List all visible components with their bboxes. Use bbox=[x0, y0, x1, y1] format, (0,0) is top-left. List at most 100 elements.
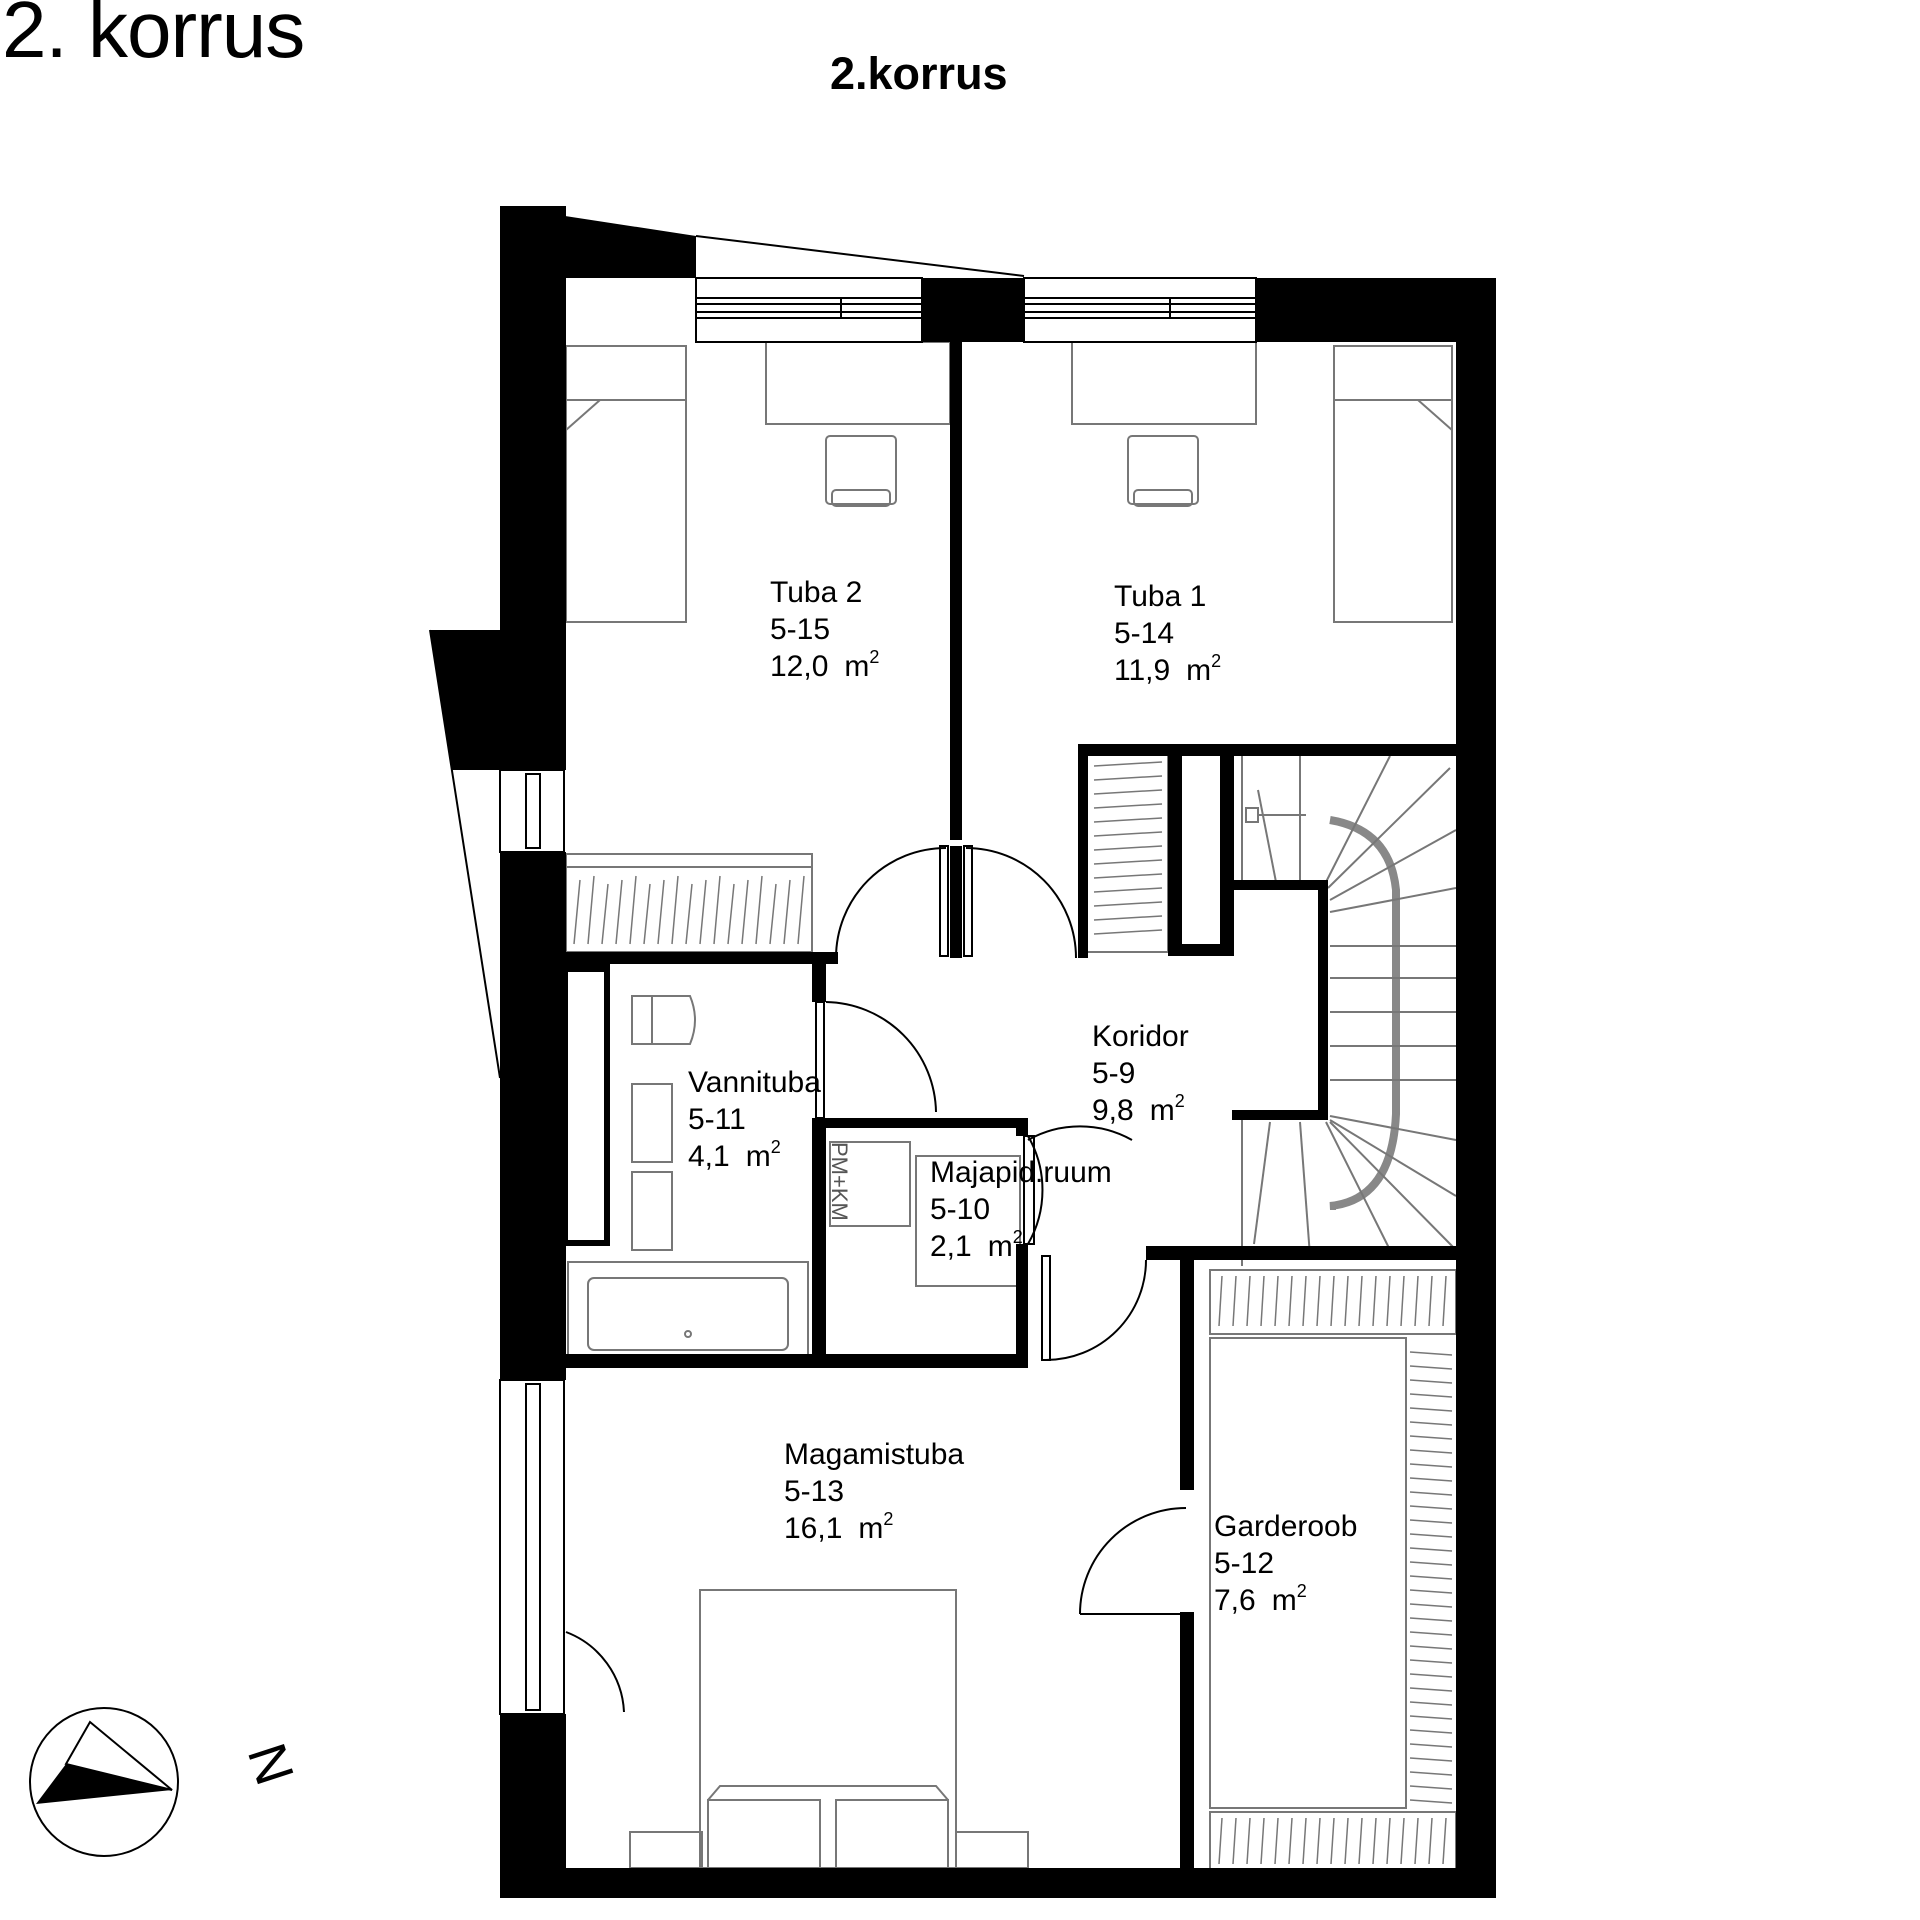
hatch-line bbox=[1093, 901, 1163, 907]
hatch-line bbox=[1409, 1799, 1453, 1804]
area-unit: m bbox=[1271, 1584, 1297, 1617]
hatch-line bbox=[1409, 1421, 1453, 1426]
window-tuba-1 bbox=[1023, 277, 1257, 343]
bed-tuba-2 bbox=[565, 345, 687, 623]
hatch-line bbox=[643, 883, 651, 945]
wall-stair-vert bbox=[1232, 880, 1328, 890]
wall-closet-mid bbox=[1168, 744, 1182, 956]
wall-util-north bbox=[824, 1118, 1026, 1128]
room-name: Garderoob bbox=[1214, 1510, 1358, 1543]
bed-magamistuba bbox=[699, 1589, 957, 1869]
hatch-line bbox=[1218, 1275, 1223, 1327]
room-name: Tuba 1 bbox=[1114, 580, 1207, 613]
door-magamistuba bbox=[1041, 1255, 1147, 1361]
hatch-line bbox=[1246, 1275, 1251, 1327]
hatch-line bbox=[1288, 1817, 1293, 1865]
wall-bath-east bbox=[812, 952, 826, 1002]
sink-lower bbox=[631, 1171, 673, 1251]
wall-stair-inner bbox=[1318, 880, 1328, 1118]
wall-bath-east-2 bbox=[812, 1118, 826, 1366]
utility-counter bbox=[915, 1155, 1021, 1287]
room-area: 7,6 bbox=[1214, 1584, 1256, 1617]
hatch-line bbox=[1414, 1275, 1419, 1327]
hatch-line bbox=[1442, 1275, 1447, 1327]
hatch-line bbox=[1302, 1275, 1307, 1327]
hatch-line bbox=[741, 879, 749, 945]
hatch-line bbox=[1372, 1817, 1377, 1865]
hatch-line bbox=[1330, 1817, 1335, 1865]
room-name: Koridor bbox=[1092, 1020, 1189, 1053]
window-west-lower bbox=[499, 1379, 565, 1715]
hatch-line bbox=[1409, 1351, 1453, 1356]
hatch-line bbox=[573, 879, 581, 945]
hatch-line bbox=[1409, 1463, 1453, 1468]
wall-west-wedge bbox=[430, 630, 500, 770]
room-name: Vannituba bbox=[688, 1066, 821, 1099]
hatch-line bbox=[1409, 1687, 1453, 1692]
wall-west-3 bbox=[500, 1714, 566, 1898]
door-vannituba bbox=[815, 1001, 937, 1119]
hatch-line bbox=[1288, 1275, 1293, 1327]
hatch-line bbox=[699, 879, 707, 945]
hatch-line bbox=[1409, 1365, 1453, 1370]
wall-stair-bottom bbox=[1232, 1110, 1328, 1120]
hatch-line bbox=[1302, 1817, 1307, 1865]
area-unit: m bbox=[844, 650, 870, 683]
hatch-line bbox=[1409, 1393, 1453, 1398]
hatch-line bbox=[1409, 1785, 1453, 1790]
hatch-line bbox=[587, 875, 595, 945]
hatch-line bbox=[1428, 1275, 1433, 1327]
hatch-line bbox=[1232, 1275, 1237, 1327]
hatch-line bbox=[1400, 1817, 1405, 1865]
hatch-line bbox=[601, 883, 609, 945]
hatch-line bbox=[1414, 1817, 1419, 1865]
washer bbox=[829, 1141, 911, 1227]
hatch-line bbox=[1409, 1645, 1453, 1650]
area-exponent: 2 bbox=[1174, 1091, 1185, 1111]
hatch-line bbox=[1409, 1435, 1453, 1440]
hatch-line bbox=[1409, 1603, 1453, 1608]
hatch-line bbox=[1344, 1275, 1349, 1327]
room-label-garderoob: Garderoob 5-12 7,6 m2 bbox=[1214, 1508, 1357, 1619]
wall-gard-north bbox=[1146, 1246, 1456, 1260]
hatch-line bbox=[629, 875, 637, 945]
chair-tuba-2 bbox=[825, 435, 897, 507]
area-unit: m bbox=[987, 1230, 1013, 1263]
chair-tuba-1 bbox=[1127, 435, 1199, 507]
facade-line-west bbox=[429, 629, 501, 1079]
walls bbox=[430, 206, 1496, 1898]
room-number: 5-12 bbox=[1214, 1547, 1275, 1580]
hatch-line bbox=[1409, 1673, 1453, 1678]
wall-tuba1-south bbox=[1078, 744, 1456, 756]
hatch-line bbox=[1260, 1817, 1265, 1865]
room-number: 5-14 bbox=[1114, 617, 1175, 650]
hatch-line bbox=[797, 875, 805, 945]
bathtub bbox=[567, 1261, 809, 1367]
hatch-line bbox=[1093, 845, 1163, 851]
room-name: Magamistuba bbox=[784, 1438, 965, 1471]
wall-bath-north bbox=[566, 952, 832, 964]
area-exponent: 2 bbox=[1211, 651, 1222, 671]
desk-tuba-2 bbox=[765, 341, 951, 425]
staircase bbox=[1241, 752, 1457, 1266]
corner-title: 2. korrus bbox=[2, 0, 305, 74]
hatch-line bbox=[1409, 1757, 1453, 1762]
door-balcony bbox=[565, 1631, 625, 1713]
hatch-line bbox=[1246, 1817, 1251, 1865]
wall-gard-west-2 bbox=[1180, 1612, 1194, 1872]
window-tuba-2 bbox=[695, 277, 923, 343]
area-exponent: 2 bbox=[1296, 1581, 1307, 1601]
hatch-line bbox=[1409, 1617, 1453, 1622]
wall-util-east bbox=[1016, 1118, 1028, 1136]
hatch-line bbox=[755, 875, 763, 945]
hatch-line bbox=[1409, 1771, 1453, 1776]
hatch-line bbox=[1409, 1589, 1453, 1594]
hatch-line bbox=[1409, 1449, 1453, 1454]
hatch-line bbox=[1316, 1817, 1321, 1865]
room-number: 5-11 bbox=[688, 1103, 746, 1136]
hatch-line bbox=[1093, 789, 1163, 795]
